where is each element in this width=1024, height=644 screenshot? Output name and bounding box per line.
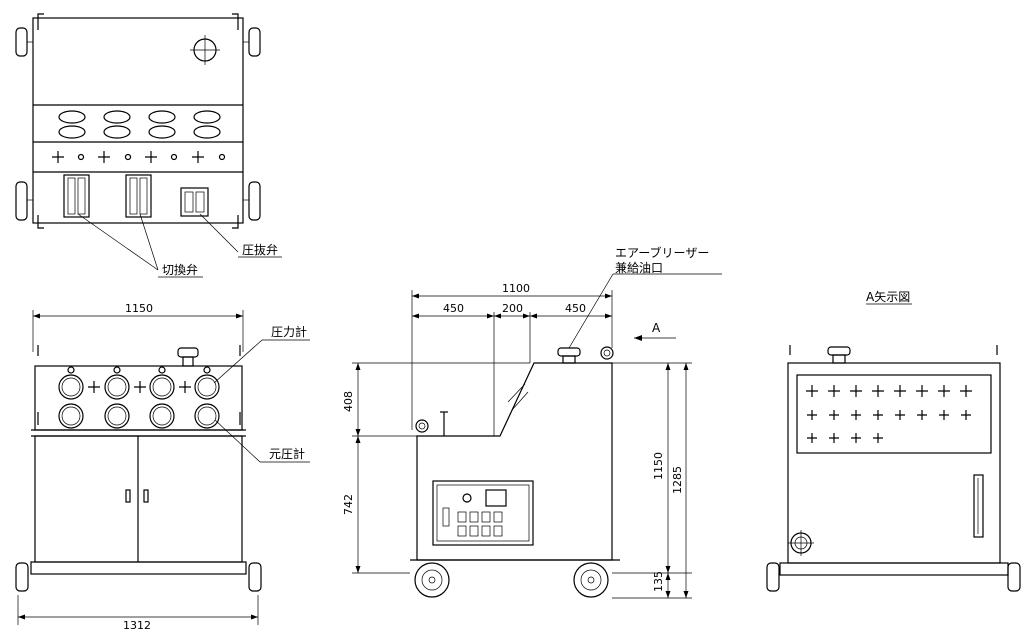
label-air-breather-line1: エアーブリーザー xyxy=(615,245,709,260)
dim-side-upper-height: 408 xyxy=(342,391,355,412)
dim-side-wheel-height: 135 xyxy=(652,571,665,592)
view-a: A矢示図 xyxy=(766,290,1021,592)
label-switching-valve: 切換弁 xyxy=(162,262,198,277)
dim-front-width-top: 1150 xyxy=(125,302,153,315)
dim-side-seg3: 450 xyxy=(565,302,586,315)
wheel-icon xyxy=(15,562,262,592)
dim-side-seg2: 200 xyxy=(502,302,523,315)
front-view: 1150 xyxy=(15,302,310,632)
label-pressure-relief-valve: 圧抜弁 xyxy=(242,242,278,257)
gauge-top-view xyxy=(58,110,221,139)
valve-handle-row xyxy=(52,151,226,163)
top-view: 圧抜弁 切換弁 xyxy=(15,13,282,278)
side-view: 1100 450 200 450 408 742 1150 1285 135 A xyxy=(342,245,722,599)
wheel-icon xyxy=(766,562,1021,592)
pressure-gauge-icon xyxy=(58,374,220,400)
dim-side-lower-height: 742 xyxy=(342,494,355,515)
label-source-pressure-gauge: 元圧計 xyxy=(269,446,305,461)
source-pressure-gauge-icon xyxy=(58,403,220,429)
control-switch-icon xyxy=(457,511,503,537)
switching-valve-icon xyxy=(63,174,152,218)
view-arrow-label: A xyxy=(652,321,661,335)
wheel-icon xyxy=(15,27,261,221)
dim-front-width-bottom: 1312 xyxy=(123,619,151,632)
dim-side-body-height: 1150 xyxy=(652,452,665,480)
wheel-icon xyxy=(414,562,609,598)
view-a-title: A矢示図 xyxy=(866,290,910,304)
dim-side-seg1: 450 xyxy=(443,302,464,315)
valve-handle-grid xyxy=(806,385,972,443)
dim-side-total-width: 1100 xyxy=(502,282,530,295)
dim-side-total-height: 1285 xyxy=(671,466,684,494)
label-air-breather-line2: 兼給油口 xyxy=(615,261,663,275)
pressure-relief-valve-icon xyxy=(180,187,209,217)
filler-cap-icon xyxy=(190,35,220,65)
label-pressure-gauge: 圧力計 xyxy=(271,324,307,339)
